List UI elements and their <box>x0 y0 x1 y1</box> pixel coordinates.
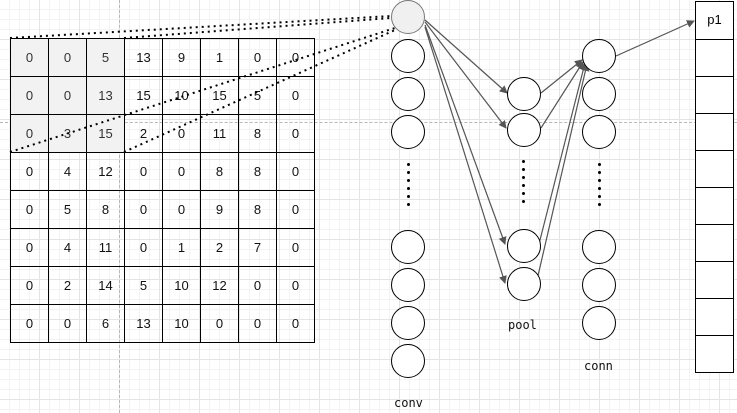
conn-node <box>582 39 616 73</box>
conv-node <box>391 230 425 264</box>
matrix-cell: 10 <box>162 76 201 115</box>
matrix-cell: 8 <box>238 152 277 191</box>
matrix-cell: 12 <box>86 152 125 191</box>
conn-node <box>582 306 616 340</box>
matrix-cell: 0 <box>10 38 49 77</box>
output-cell <box>696 76 733 113</box>
matrix-cell: 5 <box>86 38 125 77</box>
matrix-cell: 0 <box>276 152 315 191</box>
conv-label: conv <box>394 396 423 410</box>
conv-to-pool-arrow-1 <box>424 19 508 94</box>
output-cell <box>696 150 733 187</box>
conn-node <box>582 115 616 149</box>
matrix-cell: 0 <box>276 190 315 229</box>
pool-to-conn-arrow-1 <box>540 59 583 94</box>
conv-input-node <box>391 0 425 34</box>
conv-node <box>391 344 425 378</box>
pool-node <box>507 267 541 301</box>
matrix-cell: 4 <box>48 228 87 267</box>
conn-label: conn <box>584 359 613 373</box>
conv-node <box>391 268 425 302</box>
receptive-field-line-3 <box>9 27 396 153</box>
matrix-cell: 0 <box>276 304 315 343</box>
conv-ellipsis <box>407 163 411 211</box>
input-matrix: 0051391000013151015500315201180041200880… <box>10 38 315 343</box>
conv-to-pool-arrow-3 <box>424 24 507 245</box>
output-cell <box>696 335 733 372</box>
matrix-cell: 0 <box>162 152 201 191</box>
matrix-cell: 0 <box>276 38 315 77</box>
pool-to-conn-arrow-3 <box>538 62 588 245</box>
conv-to-pool-arrow-4 <box>424 26 507 284</box>
conv-to-pool-arrow-2 <box>424 21 507 129</box>
conn-to-output-arrow <box>615 20 695 57</box>
matrix-cell: 11 <box>86 228 125 267</box>
pool-to-conn-arrow-2 <box>540 61 584 129</box>
matrix-cell: 5 <box>238 76 277 115</box>
output-cell <box>696 113 733 150</box>
matrix-cell: 5 <box>48 190 87 229</box>
output-column: p1 <box>695 1 734 373</box>
pool-node <box>507 77 541 111</box>
matrix-cell: 2 <box>124 114 163 153</box>
matrix-cell: 9 <box>200 190 239 229</box>
matrix-cell: 0 <box>10 114 49 153</box>
output-label: p1 <box>707 12 722 27</box>
conv-node <box>391 115 425 149</box>
matrix-cell: 0 <box>48 38 87 77</box>
output-cell <box>696 187 733 224</box>
matrix-cell: 13 <box>86 76 125 115</box>
matrix-cell: 0 <box>162 114 201 153</box>
pool-node <box>507 229 541 263</box>
conv-node <box>391 39 425 73</box>
page-guide-horizontal <box>0 122 737 123</box>
receptive-field-line-1 <box>9 15 392 39</box>
pool-label: pool <box>508 318 537 332</box>
matrix-cell: 12 <box>200 266 239 305</box>
matrix-cell: 0 <box>10 190 49 229</box>
matrix-cell: 1 <box>200 38 239 77</box>
pool-node <box>507 113 541 147</box>
matrix-cell: 10 <box>162 266 201 305</box>
receptive-field-line-4 <box>123 29 396 153</box>
conn-node <box>582 268 616 302</box>
matrix-cell: 0 <box>238 304 277 343</box>
output-cell <box>696 261 733 298</box>
conv-node <box>391 306 425 340</box>
matrix-cell: 0 <box>10 76 49 115</box>
output-cell <box>696 298 733 335</box>
pool-ellipsis <box>522 160 526 208</box>
conv-node <box>391 77 425 111</box>
matrix-cell: 0 <box>124 152 163 191</box>
matrix-cell: 0 <box>48 76 87 115</box>
conn-node <box>582 230 616 264</box>
conn-node <box>582 77 616 111</box>
matrix-cell: 6 <box>86 304 125 343</box>
conn-ellipsis <box>598 163 602 211</box>
pool-to-conn-arrow-4 <box>536 63 590 281</box>
matrix-cell: 8 <box>238 190 277 229</box>
output-cell <box>696 224 733 261</box>
matrix-cell: 15 <box>124 76 163 115</box>
receptive-field-line-2 <box>123 17 392 39</box>
matrix-cell: 15 <box>200 76 239 115</box>
matrix-cell: 7 <box>238 228 277 267</box>
matrix-cell: 0 <box>48 304 87 343</box>
output-cell <box>696 39 733 76</box>
matrix-cell: 0 <box>200 304 239 343</box>
